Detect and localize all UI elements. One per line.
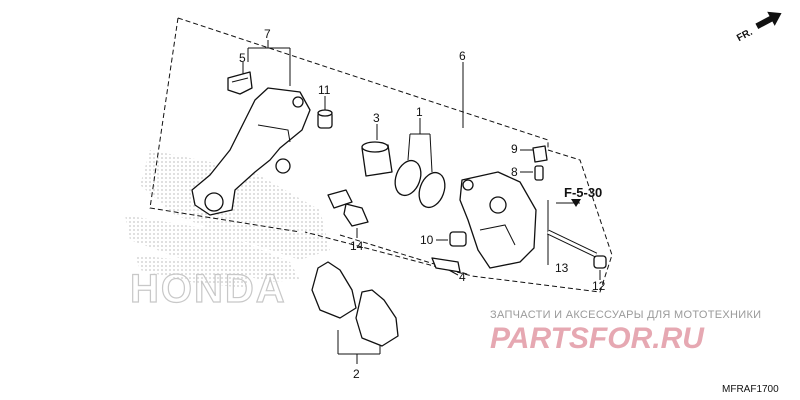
slide-pin [327,189,369,227]
reference-label: F-5-30 [564,185,602,200]
callout-12: 12 [592,279,606,293]
callout-1: 1 [416,105,423,119]
callout-3: 3 [373,111,380,125]
pin-10 [449,231,467,247]
bolt-11 [317,109,333,129]
direction-label: FR. [735,27,755,44]
honda-watermark: HONDA [130,267,287,311]
callout-11: 11 [318,83,331,97]
callout-13: 13 [555,261,569,275]
shop-tagline: ЗАПЧАСТИ И АКСЕССУАРЫ ДЛЯ МОТОТЕХНИКИ [490,309,761,321]
callout-labels: 7 5 6 11 3 1 9 8 10 4 13 12 14 2 [239,27,606,381]
piston [361,141,393,177]
caliper-body [459,171,537,269]
callout-2: 2 [353,367,360,381]
shop-logo: PARTSFOR.RU [490,322,705,355]
callout-5: 5 [239,51,246,65]
callout-10: 10 [420,233,434,247]
diagram-code: MFRAF1700 [722,384,779,395]
piston-seals [394,159,446,209]
callout-4: 4 [459,270,466,284]
pad-spring [227,71,253,95]
callout-9: 9 [511,142,518,156]
callout-14: 14 [350,239,364,253]
caliper-bracket [191,87,311,216]
direction-arrow-icon [755,11,782,29]
front-direction-indicator: FR. [735,11,782,44]
retainer-clip [431,257,461,273]
plug-12 [593,255,607,269]
callout-7: 7 [264,27,271,41]
bleeder-screw [532,145,548,181]
callout-6: 6 [459,49,466,63]
pad-pin [546,229,598,258]
brake-pads [311,261,399,347]
reference-arrow-icon [571,199,581,207]
honda-wing-watermark [125,150,330,288]
callout-8: 8 [511,165,518,179]
